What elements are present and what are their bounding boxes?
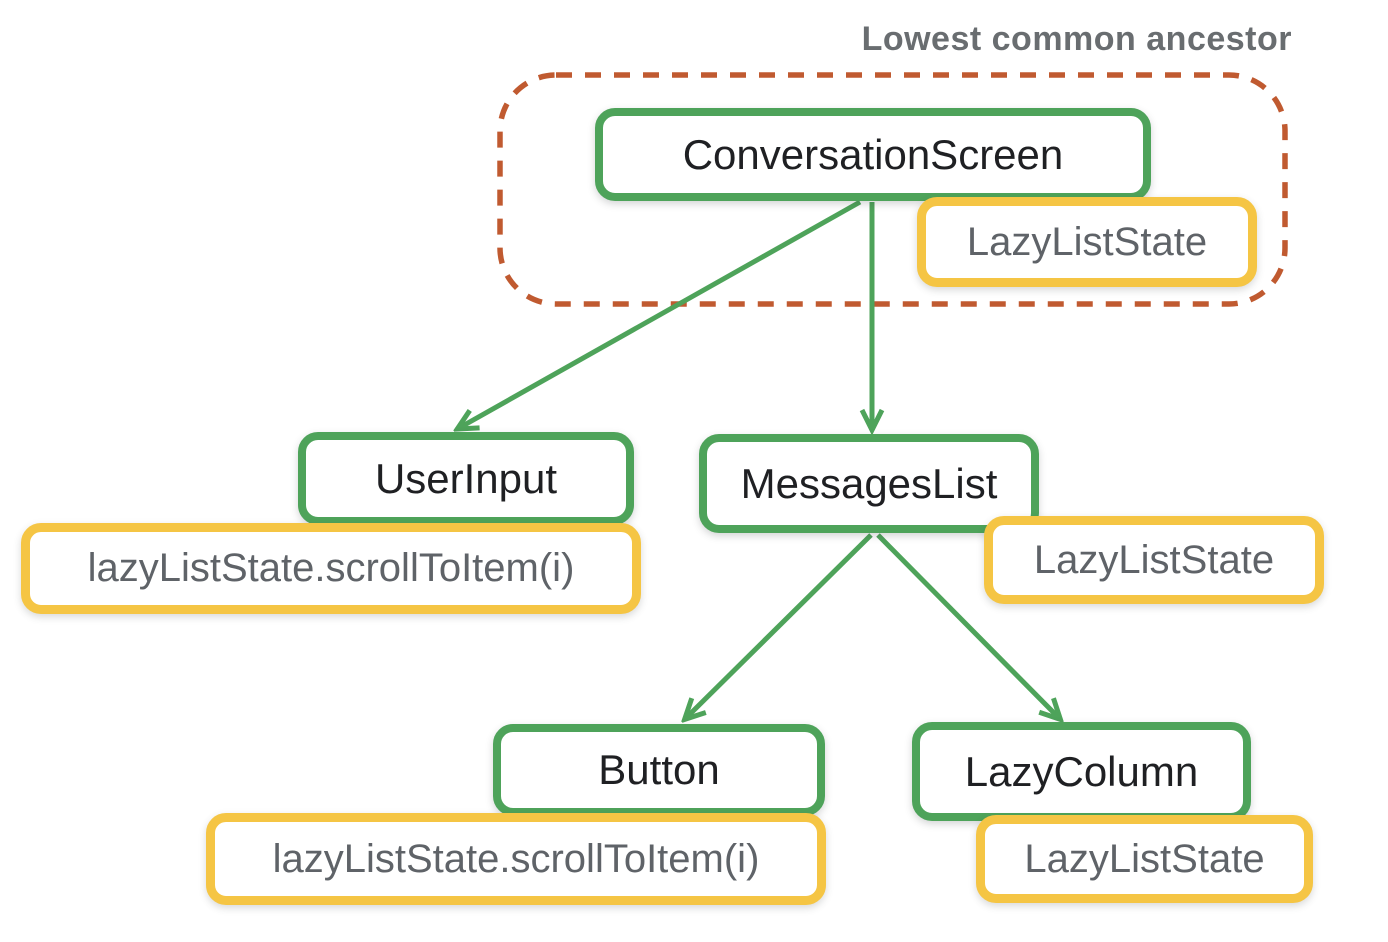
badge-label: LazyListState xyxy=(1024,836,1265,881)
node-button: Button xyxy=(493,724,825,816)
lca-dashed-boundary xyxy=(497,72,1288,307)
node-lazycolumn: LazyColumn xyxy=(912,722,1251,821)
badge-label: LazyListState xyxy=(1033,537,1275,582)
node-userinput: UserInput xyxy=(298,432,634,525)
node-button-label: Button xyxy=(598,746,720,793)
edge-conversationscreen-userinput xyxy=(459,199,862,428)
node-conversationscreen: ConversationScreen xyxy=(595,108,1151,201)
badge-label: lazyListState.scrollToItem(i) xyxy=(272,836,760,881)
edge-messageslist-button xyxy=(686,533,873,718)
node-conversationscreen-label: ConversationScreen xyxy=(682,130,1064,178)
node-lazycolumn-label: LazyColumn xyxy=(964,747,1199,795)
node-messageslist: MessagesList xyxy=(699,434,1039,533)
lowest-common-ancestor-label: Lowest common ancestor xyxy=(861,20,1292,58)
badge-lazyliststate-conversationscreen: LazyListState xyxy=(917,197,1257,287)
edge-messageslist-lazycolumn xyxy=(876,533,1059,718)
node-userinput-label: UserInput xyxy=(374,454,558,502)
badge-scrolltoitem-button: lazyListState.scrollToItem(i) xyxy=(206,813,826,905)
badge-label: LazyListState xyxy=(966,219,1208,264)
badge-label: lazyListState.scrollToItem(i) xyxy=(87,546,575,590)
badge-lazyliststate-lazycolumn: LazyListState xyxy=(976,815,1313,903)
badge-scrolltoitem-userinput: lazyListState.scrollToItem(i) xyxy=(21,523,641,614)
badge-lazyliststate-messageslist: LazyListState xyxy=(984,516,1324,604)
node-messageslist-label: MessagesList xyxy=(740,459,998,507)
